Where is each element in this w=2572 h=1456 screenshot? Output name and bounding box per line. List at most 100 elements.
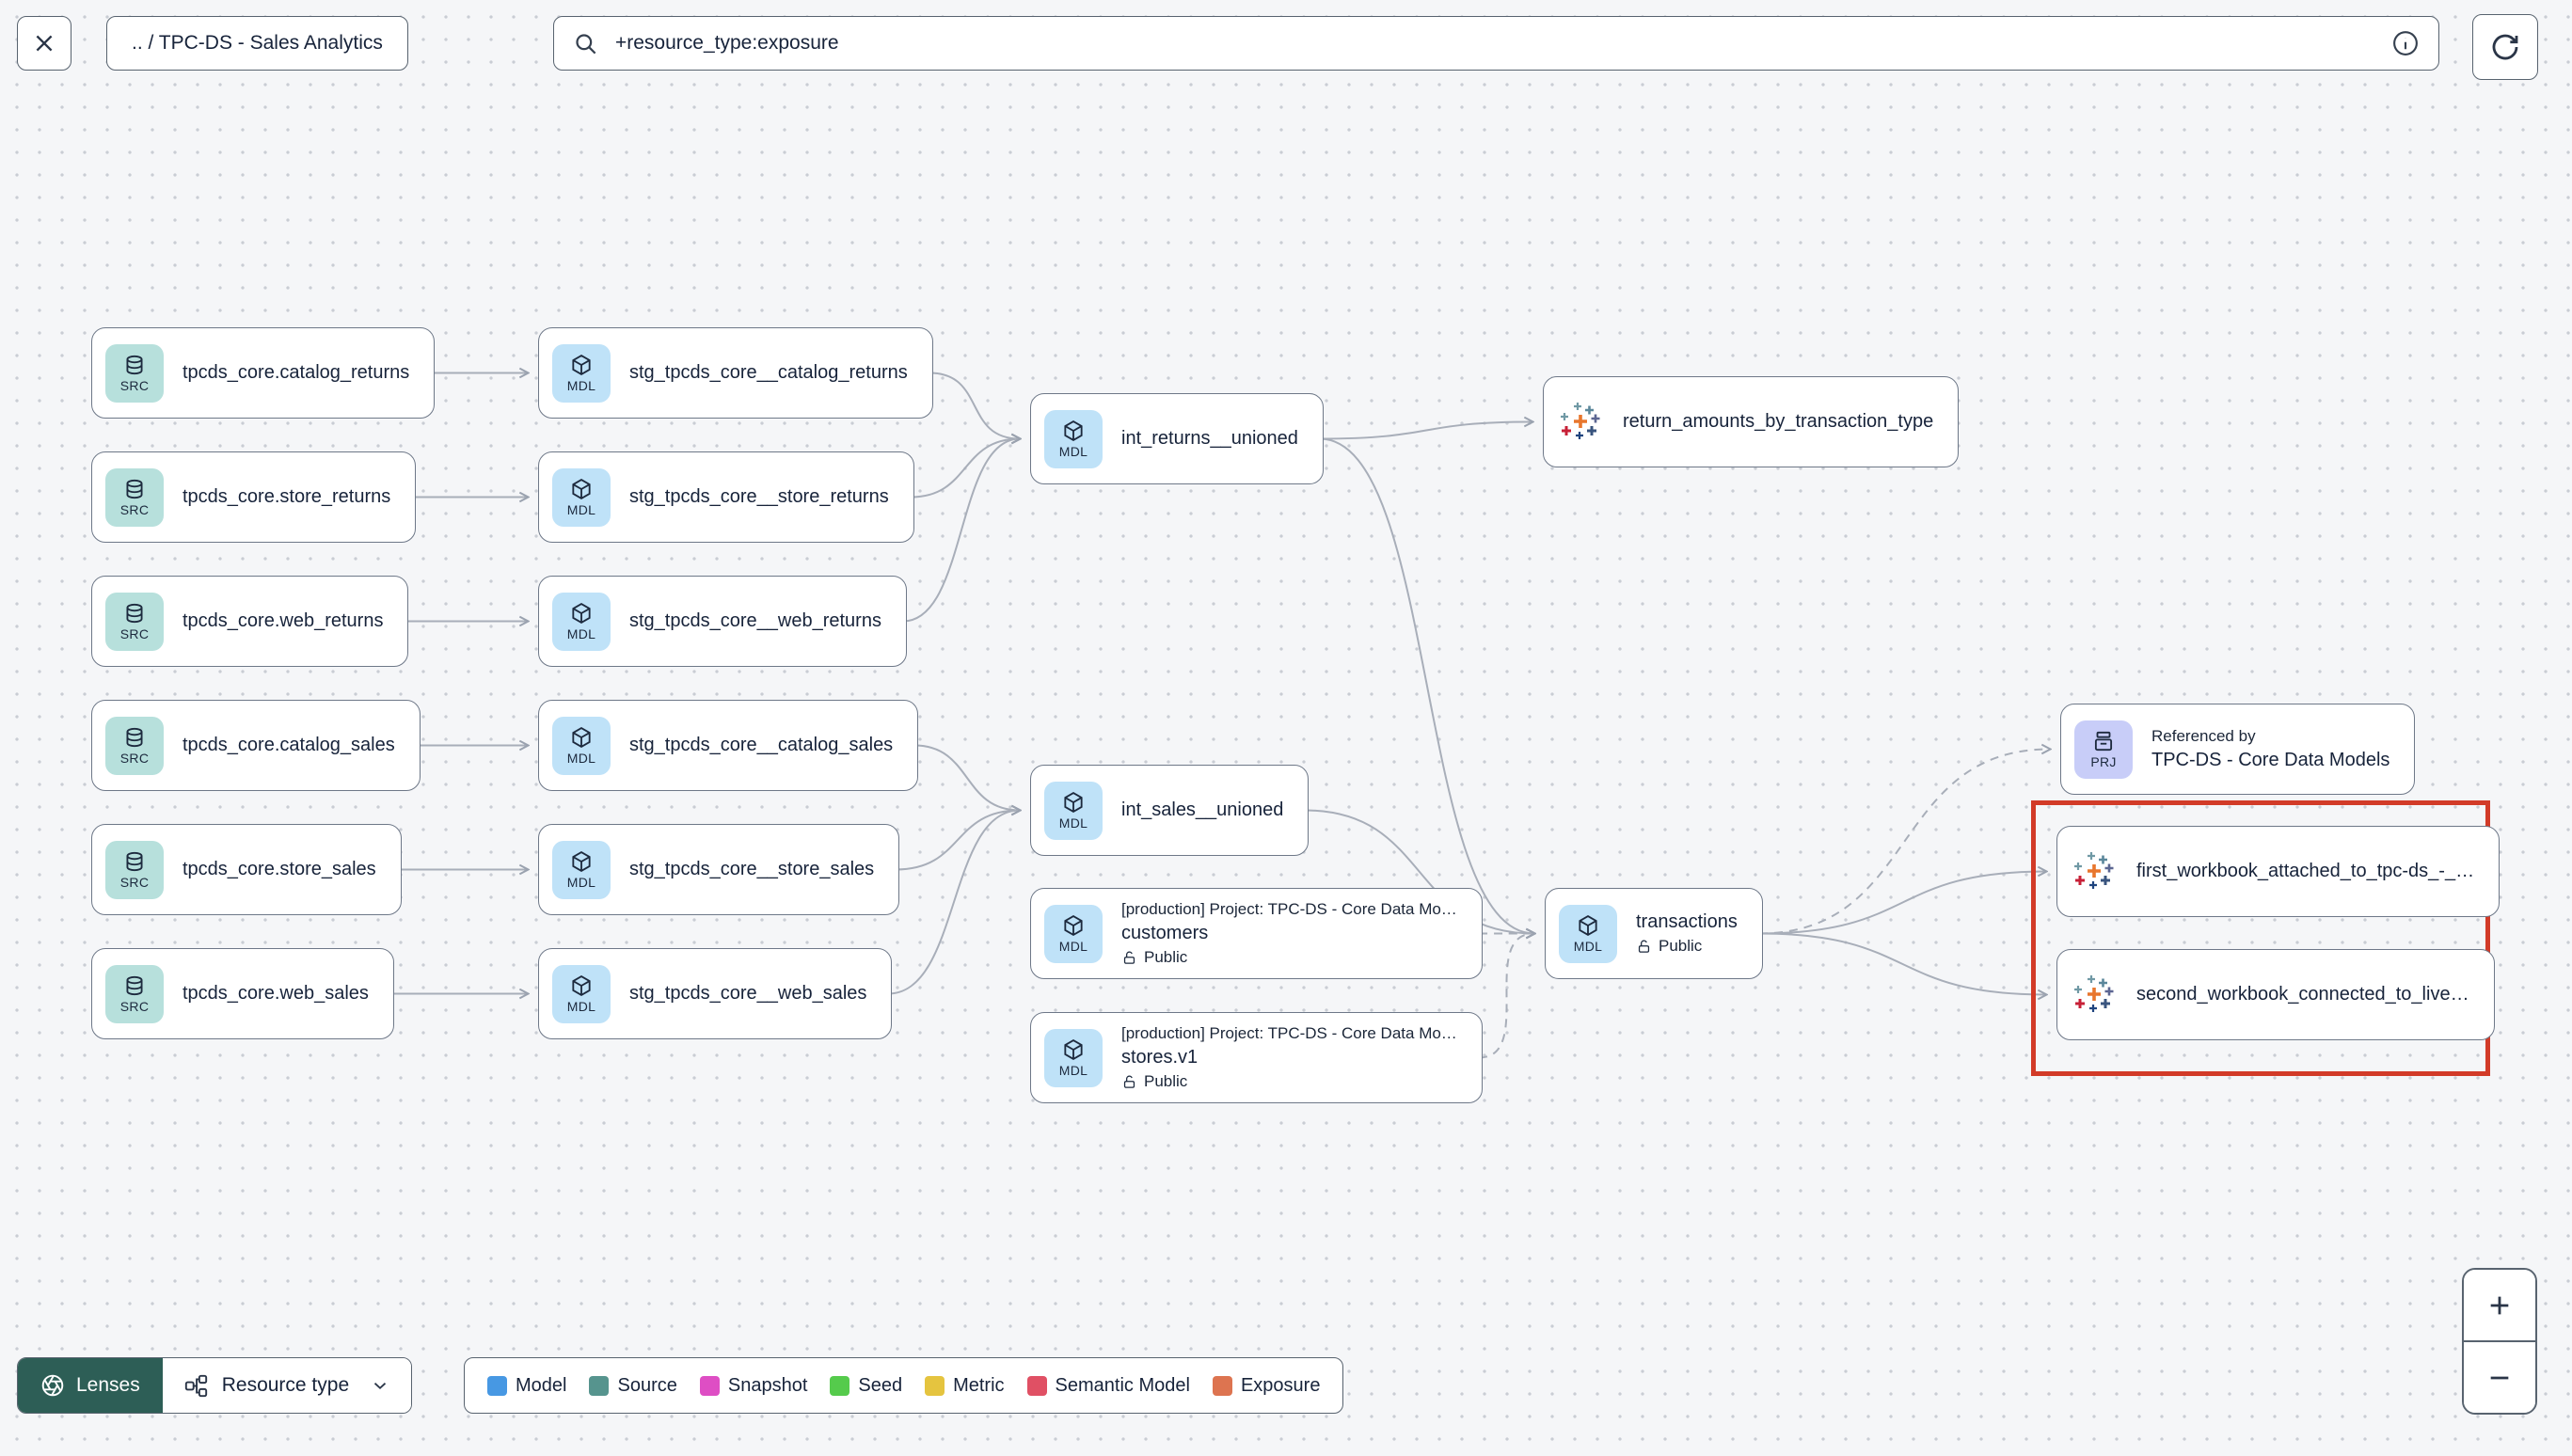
- badge-label: MDL: [1058, 444, 1088, 459]
- node-stg_catalog_returns[interactable]: MDL stg_tpcds_core__catalog_returns: [538, 327, 933, 419]
- node-prj_core[interactable]: PRJ Referenced by TPC-DS - Core Data Model…: [2060, 704, 2416, 795]
- node-workbook1[interactable]: first_workbook_attached_to_tpc-ds_-_…: [2056, 826, 2501, 917]
- node-stg_web_sales[interactable]: MDL stg_tpcds_core__web_sales: [538, 948, 893, 1039]
- source-icon: SRC: [105, 964, 164, 1023]
- edge-transactions-to-workbook2: [1758, 932, 2046, 995]
- edge-stg_web_sales-to-int_sales: [887, 811, 1020, 995]
- node-label: customers: [1121, 923, 1209, 943]
- edge-int_sales-to-transactions: [1304, 809, 1534, 934]
- source-icon: SRC: [105, 467, 164, 527]
- node-label: tpcds_core.store_returns: [183, 486, 391, 507]
- lenses-button[interactable]: Lenses: [18, 1358, 163, 1413]
- badge-label: SRC: [119, 378, 150, 393]
- zoom-divider: [2464, 1340, 2535, 1342]
- node-src_catalog_returns[interactable]: SRC tpcds_core.catalog_returns: [91, 327, 436, 419]
- node-label: tpcds_core.catalog_sales: [183, 735, 395, 755]
- node-label: tpcds_core.web_sales: [183, 983, 369, 1004]
- node-stg_store_returns[interactable]: MDL stg_tpcds_core__store_returns: [538, 451, 914, 543]
- node-text: stg_tpcds_core__store_sales: [629, 859, 874, 880]
- node-stores[interactable]: MDL[production] Project: TPC-DS - Core D…: [1030, 1012, 1483, 1103]
- resource-type-icon: [184, 1374, 207, 1397]
- node-text: [production] Project: TPC-DS - Core Data…: [1121, 1024, 1457, 1091]
- badge-label: MDL: [566, 999, 596, 1014]
- node-text: tpcds_core.catalog_returns: [183, 362, 409, 384]
- edge-transactions-to-prj_core: [1758, 750, 2050, 935]
- tableau-icon: [2071, 972, 2118, 1019]
- legend-item-snapshot: Snapshot: [699, 1375, 807, 1397]
- close-button[interactable]: [17, 16, 71, 71]
- legend-swatch: [1026, 1375, 1047, 1396]
- node-label: second_workbook_connected_to_live…: [2136, 984, 2469, 1005]
- badge-label: MDL: [566, 875, 596, 890]
- model-icon: MDL: [552, 467, 611, 527]
- node-int_returns[interactable]: MDL int_returns__unioned: [1030, 393, 1324, 484]
- selection-highlight: [2031, 800, 2490, 1076]
- source-icon: SRC: [105, 343, 164, 403]
- node-src_web_sales[interactable]: SRC tpcds_core.web_sales: [91, 948, 394, 1039]
- badge-label: SRC: [119, 502, 150, 517]
- node-text: tpcds_core.catalog_sales: [183, 735, 395, 756]
- badge-label: SRC: [119, 875, 150, 890]
- node-text: tpcds_core.web_sales: [183, 983, 369, 1005]
- node-label: return_amounts_by_transaction_type: [1623, 411, 1934, 432]
- zoom-in-button[interactable]: [2464, 1270, 2535, 1340]
- lenses-label: Lenses: [76, 1374, 140, 1396]
- legend-item-source: Source: [589, 1375, 677, 1397]
- node-label: int_returns__unioned: [1121, 428, 1298, 449]
- toolbar-lens-group: Lenses Resource type: [17, 1357, 413, 1414]
- model-icon: MDL: [1044, 781, 1103, 840]
- node-src_store_sales[interactable]: SRC tpcds_core.store_sales: [91, 824, 402, 915]
- node-label: tpcds_core.store_sales: [183, 859, 376, 879]
- node-label: TPC-DS - Core Data Models: [2151, 750, 2390, 770]
- plus-icon: [2490, 1296, 2509, 1314]
- node-src_catalog_sales[interactable]: SRC tpcds_core.catalog_sales: [91, 700, 421, 791]
- chevron-down-icon: [374, 1383, 387, 1389]
- search-input[interactable]: [613, 31, 2376, 55]
- zoom-out-button[interactable]: [2464, 1342, 2535, 1413]
- model-icon: MDL: [552, 840, 611, 899]
- project-icon: PRJ: [2074, 720, 2133, 779]
- source-icon: SRC: [105, 592, 164, 651]
- visibility-row: Public: [1121, 1072, 1457, 1091]
- node-src_store_returns[interactable]: SRC tpcds_core.store_returns: [91, 451, 417, 543]
- node-text: tpcds_core.store_sales: [183, 859, 376, 880]
- edge-stg_store_returns-to-int_returns: [910, 439, 1020, 499]
- node-label: stores.v1: [1121, 1047, 1199, 1068]
- model-icon: MDL: [552, 716, 611, 775]
- node-customers[interactable]: MDL[production] Project: TPC-DS - Core D…: [1030, 888, 1483, 979]
- node-stg_store_sales[interactable]: MDL stg_tpcds_core__store_sales: [538, 824, 900, 915]
- info-icon[interactable]: [2391, 29, 2420, 57]
- badge-label: SRC: [119, 751, 150, 766]
- node-text: stg_tpcds_core__store_returns: [629, 486, 889, 508]
- model-icon: MDL: [552, 964, 611, 1023]
- node-text: stg_tpcds_core__catalog_returns: [629, 362, 908, 384]
- node-workbook2[interactable]: second_workbook_connected_to_live…: [2056, 949, 2495, 1040]
- edge-int_returns-to-transactions: [1319, 437, 1534, 934]
- breadcrumb[interactable]: .. / TPC-DS - Sales Analytics: [106, 16, 408, 71]
- node-return_amounts[interactable]: return_amounts_by_transaction_type: [1543, 376, 1960, 467]
- source-icon: SRC: [105, 840, 164, 899]
- legend-item-exposure: Exposure: [1212, 1375, 1320, 1397]
- node-label: tpcds_core.catalog_returns: [183, 362, 410, 383]
- node-label: stg_tpcds_core__store_sales: [629, 859, 875, 879]
- node-label: stg_tpcds_core__web_sales: [629, 983, 867, 1004]
- model-icon: MDL: [552, 343, 611, 403]
- referenced-by-line: Referenced by: [2151, 727, 2256, 745]
- minus-icon: [2490, 1376, 2509, 1379]
- tableau-icon: [2071, 848, 2118, 895]
- resource-type-button[interactable]: Resource type: [162, 1358, 412, 1413]
- badge-label: SRC: [119, 999, 150, 1014]
- search-icon: [576, 33, 596, 54]
- legend-swatch: [699, 1375, 720, 1396]
- refresh-button[interactable]: [2472, 14, 2538, 80]
- legend-swatch: [925, 1375, 945, 1396]
